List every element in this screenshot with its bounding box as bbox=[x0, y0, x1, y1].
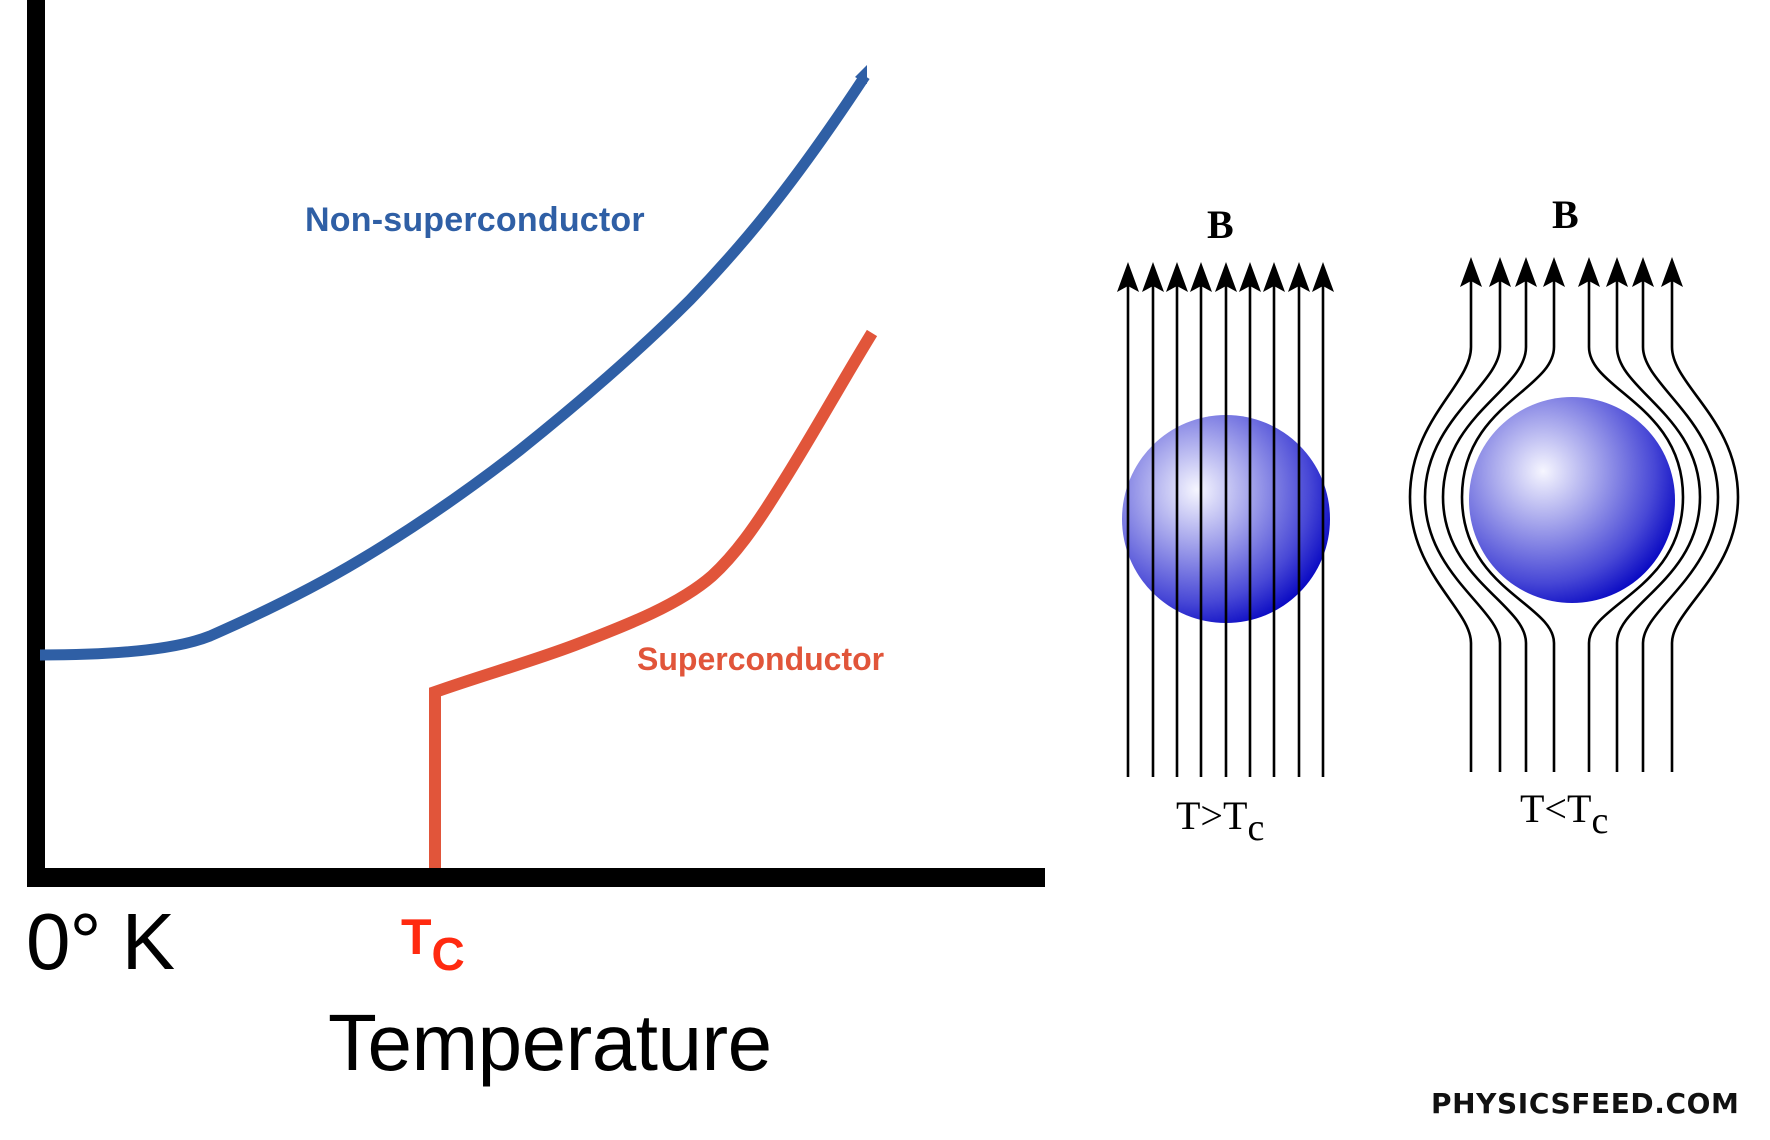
non-superconductor-curve bbox=[39, 72, 870, 661]
arrow-up-icon bbox=[1632, 257, 1654, 287]
arrow-up-icon bbox=[1515, 257, 1537, 287]
arrow-up-icon bbox=[1263, 262, 1285, 292]
sphere-superconducting bbox=[1469, 397, 1675, 603]
arrow-up-icon bbox=[1606, 257, 1628, 287]
arrow-up-icon bbox=[1117, 262, 1139, 292]
condition-superconducting-main: T<T bbox=[1520, 786, 1592, 831]
condition-label-normal: T>Tc bbox=[1176, 793, 1264, 848]
arrow-up-icon bbox=[1288, 262, 1310, 292]
superconductor-label: Superconductor bbox=[637, 641, 885, 677]
condition-label-superconducting: T<Tc bbox=[1520, 786, 1608, 841]
non-superconductor-label: Non-superconductor bbox=[305, 201, 645, 239]
arrow-up-icon bbox=[1460, 257, 1482, 287]
x-axis-line bbox=[27, 868, 1045, 887]
tc-label-subscript: C bbox=[431, 928, 465, 980]
condition-normal-main: T>T bbox=[1176, 793, 1248, 838]
y-axis-line bbox=[27, 0, 45, 887]
arrow-heads-superconducting bbox=[1460, 257, 1683, 287]
diagram-normal-state bbox=[1117, 262, 1334, 777]
arrow-up-icon bbox=[1578, 257, 1600, 287]
arrow-up-icon bbox=[1166, 262, 1188, 292]
site-watermark: PHYSICSFEED.COM bbox=[1431, 1087, 1740, 1120]
graph-axes bbox=[27, 0, 1045, 887]
arrow-heads-normal bbox=[1117, 262, 1334, 292]
arrow-up-icon bbox=[1312, 262, 1334, 292]
non-superconductor-curve-tip bbox=[855, 65, 867, 84]
condition-superconducting-subscript: c bbox=[1591, 800, 1609, 842]
field-label-superconducting: B bbox=[1552, 192, 1579, 237]
arrow-up-icon bbox=[1239, 262, 1261, 292]
x-axis-origin-label: 0° K bbox=[26, 897, 175, 986]
arrow-up-icon bbox=[1489, 257, 1511, 287]
arrow-up-icon bbox=[1543, 257, 1565, 287]
field-lines-expelled bbox=[1408, 280, 1740, 772]
superconductor-curve bbox=[429, 329, 878, 868]
diagram-superconducting-state bbox=[1408, 257, 1740, 772]
condition-normal-subscript: c bbox=[1247, 807, 1265, 849]
x-axis-title: Temperature bbox=[328, 998, 772, 1087]
tc-label-main: T bbox=[401, 909, 432, 965]
arrow-up-icon bbox=[1142, 262, 1164, 292]
arrow-up-icon bbox=[1190, 262, 1212, 292]
arrow-up-icon bbox=[1661, 257, 1683, 287]
field-label-normal: B bbox=[1207, 202, 1234, 247]
field-lines-straight bbox=[1126, 285, 1325, 777]
critical-temperature-label: TC bbox=[401, 909, 465, 977]
arrow-up-icon bbox=[1215, 262, 1237, 292]
